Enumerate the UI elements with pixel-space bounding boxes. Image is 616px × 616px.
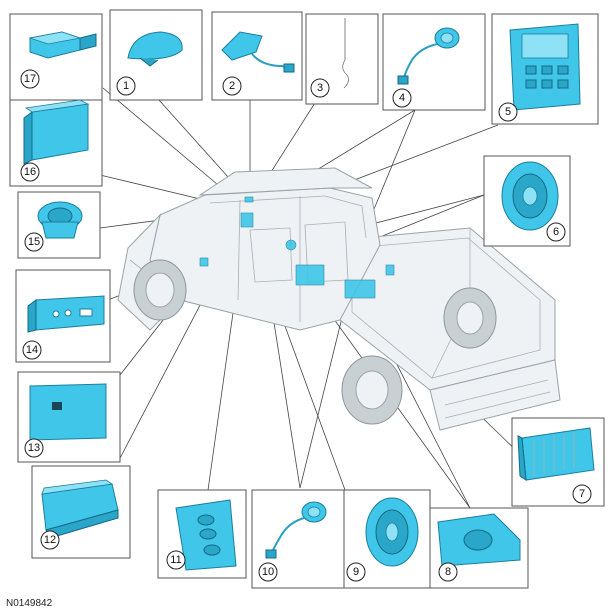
figure-id: N0149842 bbox=[6, 598, 53, 609]
component-4: 4 bbox=[382, 13, 486, 111]
callout-label: 1 bbox=[123, 80, 129, 92]
door-speaker-marker bbox=[285, 239, 297, 251]
callout-label: 15 bbox=[28, 236, 40, 248]
component-2: 2 bbox=[211, 11, 303, 101]
component-8: 8 bbox=[429, 507, 529, 589]
component-9: 9 bbox=[343, 489, 431, 589]
pickup-truck-illustration bbox=[117, 167, 561, 431]
callout-label: 8 bbox=[445, 566, 451, 578]
component-12: 12 bbox=[31, 465, 131, 559]
callout-label: 13 bbox=[28, 442, 40, 454]
callout-label: 12 bbox=[44, 534, 56, 546]
callout-label: 17 bbox=[24, 73, 36, 85]
callout-label: 4 bbox=[399, 92, 405, 104]
callout-label: 10 bbox=[262, 566, 274, 578]
component-11: 11 bbox=[157, 489, 247, 579]
front-speaker-marker bbox=[199, 257, 209, 267]
component-7: 7 bbox=[511, 417, 605, 507]
component-3: 3 bbox=[305, 13, 379, 105]
dash-component-marker bbox=[240, 212, 254, 228]
callout-label: 9 bbox=[353, 566, 359, 578]
component-17: 17 bbox=[9, 13, 103, 101]
component-10: 10 bbox=[251, 489, 347, 589]
component-6: 6 bbox=[483, 155, 571, 247]
roof-module-marker bbox=[244, 196, 254, 203]
callout-label: 6 bbox=[553, 226, 559, 238]
callout-label: 7 bbox=[579, 488, 585, 500]
callout-label: 16 bbox=[24, 166, 36, 178]
component-15: 15 bbox=[17, 191, 101, 259]
component-1: 1 bbox=[109, 9, 203, 101]
callout-label: 3 bbox=[317, 82, 323, 94]
callout-label: 11 bbox=[170, 554, 181, 566]
component-5: 5 bbox=[491, 13, 599, 125]
rear-speaker-marker bbox=[385, 264, 395, 276]
component-13: 13 bbox=[17, 371, 121, 463]
component-16: 16 bbox=[9, 99, 103, 187]
amplifier-marker bbox=[295, 264, 325, 286]
subwoofer-marker bbox=[344, 279, 376, 299]
component-14: 14 bbox=[15, 269, 111, 363]
callout-label: 5 bbox=[505, 106, 511, 118]
callout-label: 2 bbox=[229, 80, 235, 92]
callout-label: 14 bbox=[26, 344, 38, 356]
